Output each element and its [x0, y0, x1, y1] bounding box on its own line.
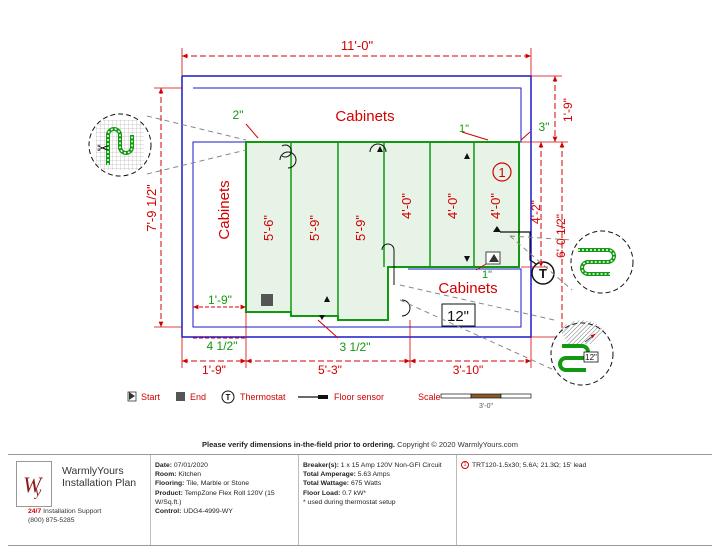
- product-label: Product:: [155, 489, 183, 497]
- brand-name: WarmlyYours: [62, 465, 124, 477]
- breakers-value: 1 x 15 Amp 120V Non-GFI Circuit: [340, 462, 442, 469]
- dim-bottom-3-10: 3'-10": [453, 363, 484, 377]
- dim-inner-3: 3": [539, 120, 550, 134]
- dim-bottom-5-3: 5'-3": [318, 363, 342, 377]
- verify-note: Please verify dimensions in-the-field pr…: [0, 440, 720, 449]
- thermostat-note: * used during thermostat setup: [303, 498, 396, 506]
- detail-label: 12": [447, 308, 469, 325]
- svg-text:W: W: [23, 472, 43, 497]
- logo: W y: [16, 461, 52, 507]
- support-label: Installation Support: [43, 508, 102, 515]
- floor-plan: 1 5'-6" 5'-9" 5'-9" 4'-0" 4'-0" 4'-0" Ca…: [88, 38, 634, 410]
- wiring-detail: [570, 230, 634, 294]
- dim-top-width: 11'-0": [341, 38, 374, 53]
- svg-text:y: y: [33, 485, 42, 500]
- legend-thermostat: Thermostat: [240, 392, 286, 402]
- legend: Start End T Thermostat Floor sensor Scal…: [127, 390, 532, 410]
- dim-bottom-4-half: 4 1/2": [207, 339, 238, 353]
- run-number: 1: [498, 165, 505, 180]
- dim-left-1-9: 1'-9": [208, 293, 232, 307]
- dim-bottom-1-9: 1'-9": [202, 363, 226, 377]
- dim-right-top: 1'-9": [561, 98, 575, 122]
- wattage-label: Total Wattage:: [303, 480, 350, 488]
- room-value: Kitchen: [178, 471, 202, 479]
- project-info: Date: 07/01/2020 Room: Kitchen Flooring:…: [150, 455, 296, 545]
- material-item: TRT120-1.5x30; 5.6A; 21.3Ω; 15' lead: [472, 462, 587, 469]
- heating-mat: 1: [245, 141, 520, 321]
- room-label: Room:: [155, 471, 177, 479]
- zone-labels: 5'-6" 5'-9" 5'-9" 4'-0" 4'-0" 4'-0": [261, 193, 503, 241]
- control-value: UDG4-4999-WY: [183, 508, 233, 516]
- date-value: 07/01/2020: [173, 462, 208, 469]
- date-label: Date:: [155, 462, 172, 469]
- spacing-detail: 12": [550, 320, 614, 386]
- legend-end: End: [190, 392, 206, 402]
- breakers-label: Breaker(s):: [303, 462, 339, 469]
- brand-title: WarmlyYours Installation Plan: [62, 465, 136, 489]
- verify-bold: Please verify dimensions in-the-field pr…: [202, 440, 395, 449]
- start-icon: [129, 392, 135, 400]
- thermostat-legend-symbol: T: [226, 393, 231, 402]
- wattage-value: 675 Watts: [350, 480, 382, 488]
- cut-detail: ✂: [88, 113, 152, 177]
- control-label: Control:: [155, 508, 182, 516]
- dim-inner-1-top: 1": [459, 123, 469, 135]
- spacing-detail-label: 12": [585, 353, 597, 362]
- material-number: 1: [461, 461, 469, 470]
- product-value: TempZone Flex Roll 120V (15 W/Sq.ft.): [155, 489, 275, 506]
- legend-scale-value: 3'-0": [479, 403, 493, 410]
- dimension-labels: 11'-0" 7'-9 1/2" 1'-9" 4'-2" 6'-0 1/2" 3…: [144, 38, 575, 377]
- dim-left-height: 7'-9 1/2": [144, 184, 159, 232]
- brand-subtitle: Installation Plan: [62, 477, 137, 489]
- floor-sensor-icon: [318, 395, 328, 399]
- support-phone: (800) 875-5285: [28, 517, 75, 524]
- cabinets-right-label: Cabinets: [438, 280, 497, 297]
- amperage-value: 5.63 Amps: [357, 471, 390, 479]
- amperage-label: Total Amperage:: [303, 471, 356, 479]
- brand-block: W y WarmlyYours Installation Plan 24/7 I…: [8, 455, 148, 545]
- dim-bottom-3-half: 3 1/2": [340, 340, 371, 354]
- support-block: 24/7 Installation Support (800) 875-5285: [28, 507, 101, 525]
- support-prefix: 24/7: [28, 508, 42, 515]
- legend-start: Start: [141, 392, 161, 402]
- zone-label: 5'-6": [261, 215, 276, 241]
- end-icon: [176, 392, 185, 401]
- legend-floor-sensor: Floor sensor: [334, 392, 384, 402]
- load-value: 0.7 kW*: [342, 489, 367, 497]
- scissors-icon: ✂: [97, 140, 109, 156]
- plan-footer: W y WarmlyYours Installation Plan 24/7 I…: [8, 454, 712, 546]
- zone-label: 5'-9": [353, 215, 368, 241]
- cabinets-left-label: Cabinets: [216, 180, 233, 239]
- dim-inner-2: 2": [233, 108, 244, 122]
- dimension-lines: [158, 53, 565, 364]
- load-label: Floor Load:: [303, 489, 341, 497]
- zone-label: 4'-0": [488, 193, 503, 219]
- zone-label: 5'-9": [307, 215, 322, 241]
- flooring-value: Tile, Marble or Stone: [186, 480, 250, 488]
- copyright: Copyright © 2020 WarmlyYours.com: [397, 440, 518, 449]
- thermostat-legend-icon: [221, 390, 235, 404]
- dim-inner-1-mid: 1": [482, 269, 492, 281]
- dim-right-mid: 4'-2": [529, 200, 543, 224]
- legend-scale: Scale: [418, 392, 441, 402]
- flooring-label: Flooring:: [155, 480, 185, 488]
- zone-label: 4'-0": [399, 193, 414, 219]
- dim-right-outer: 6'-0 1/2": [554, 214, 568, 258]
- thermostat-symbol: T: [539, 266, 547, 281]
- electrical-info: Breaker(s): 1 x 15 Amp 120V Non-GFI Circ…: [298, 455, 454, 545]
- zone-label: 4'-0": [445, 193, 460, 219]
- cabinets-top-label: Cabinets: [335, 108, 394, 125]
